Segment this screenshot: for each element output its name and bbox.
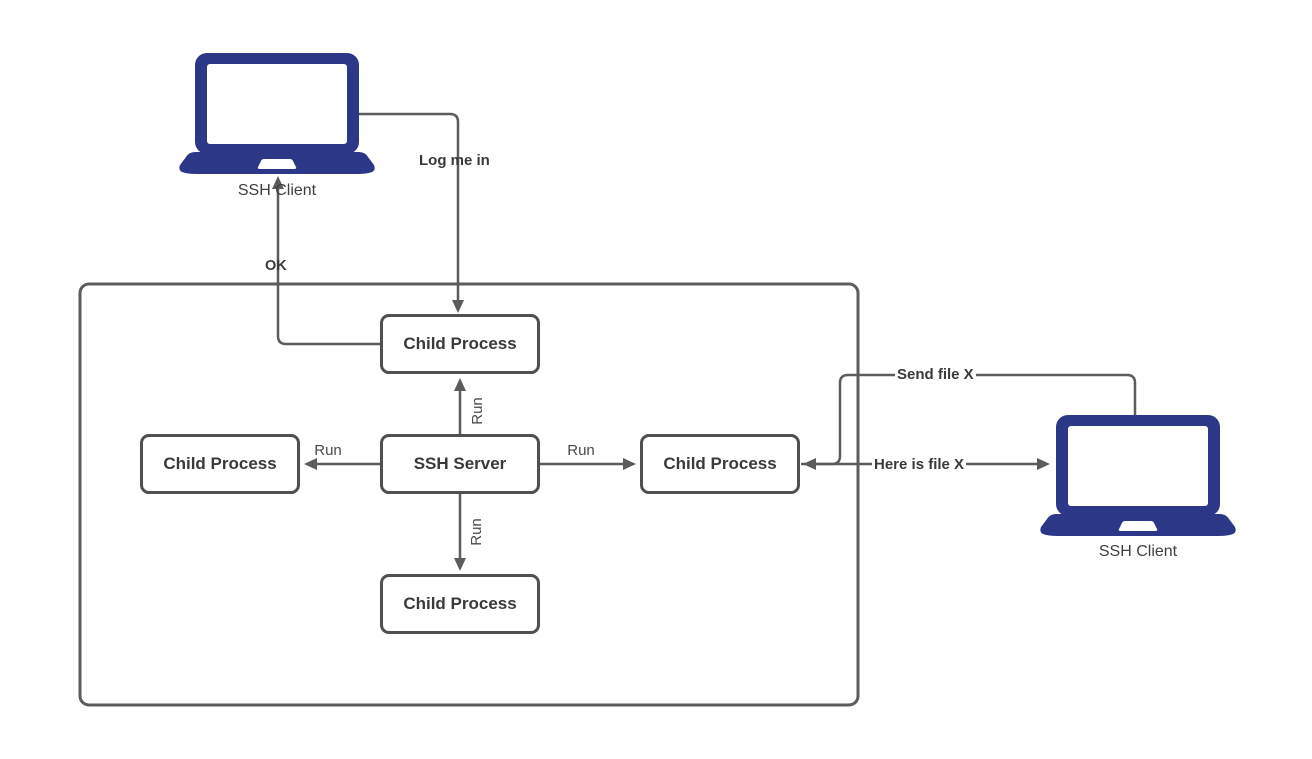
edge-label-run-down: Run — [468, 518, 485, 546]
arrowhead-ok — [272, 176, 284, 189]
edge-label-run-right: Run — [567, 442, 595, 459]
edge-log-me-in — [357, 112, 460, 300]
ssh-client-left-label: SSH Client — [237, 182, 317, 199]
node-child-process-right: Child Process — [640, 434, 800, 494]
node-child-process-bottom: Child Process — [380, 574, 540, 634]
server-host-container — [78, 282, 860, 707]
node-child-process-left: Child Process — [140, 434, 300, 494]
edge-send-file-x — [816, 373, 1137, 466]
arrowhead-run-right — [623, 458, 636, 470]
edge-label-run-left: Run — [314, 442, 342, 459]
edge-ok — [276, 189, 380, 346]
arrowhead-run-left — [304, 458, 317, 470]
edge-label-log-me-in: Log me in — [419, 152, 490, 169]
node-child-process-top: Child Process — [380, 314, 540, 374]
arrowhead-log-me-in — [452, 300, 464, 313]
ssh-client-right-label: SSH Client — [1098, 543, 1178, 560]
edge-label-here-is-file-x: Here is file X — [872, 456, 967, 473]
laptop-icon-left — [179, 53, 375, 174]
arrowhead-send-file-x — [803, 458, 816, 470]
node-ssh-server: SSH Server — [380, 434, 540, 494]
arrowhead-run-down — [454, 558, 466, 571]
edge-label-run-up: Run — [469, 397, 486, 425]
arrowhead-here-is-file-x — [1037, 458, 1050, 470]
arrowheads — [272, 176, 1050, 571]
edge-label-send-file-x: Send file X — [895, 366, 976, 383]
arrowhead-run-up — [454, 378, 466, 391]
edge-label-ok: OK — [265, 258, 287, 274]
laptop-icon-right — [1040, 415, 1236, 536]
